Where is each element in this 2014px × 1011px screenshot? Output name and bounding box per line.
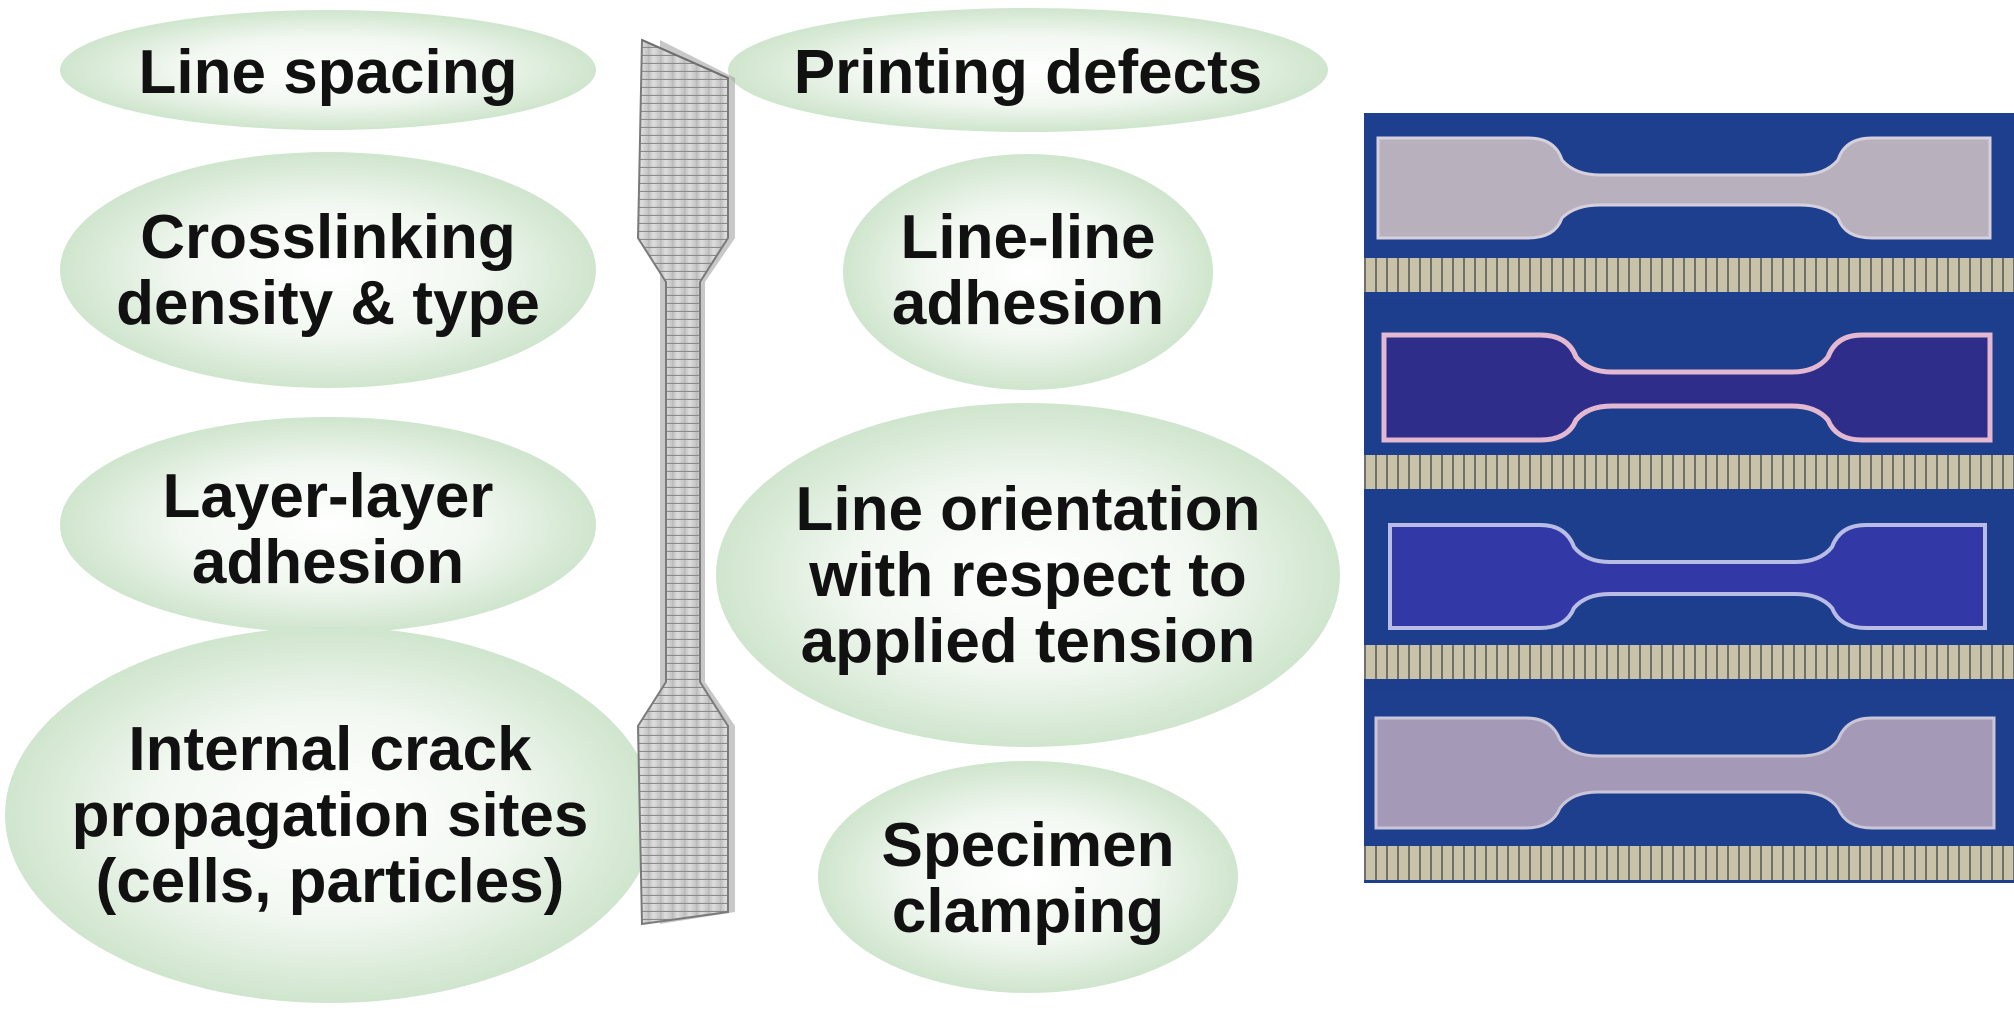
- factor-label-line: Specimen: [882, 811, 1175, 880]
- factor-label-line: Line-line: [901, 203, 1156, 272]
- photo-specimen-dark-blue-2: [1364, 305, 2014, 490]
- specimen-photo-panel: [1364, 113, 2014, 883]
- factor-label-line: propagation sites: [72, 781, 589, 850]
- factor-label-line: with respect to: [808, 541, 1247, 610]
- factor-label-line: Printing defects: [794, 38, 1263, 107]
- svg-text:Line spacing: Line spacing: [139, 38, 518, 107]
- factor-label-line: adhesion: [192, 528, 464, 597]
- factor-printing-defects: Printing defects: [728, 8, 1328, 132]
- factor-label-line: adhesion: [892, 269, 1164, 338]
- photo-specimen-translucent-4: [1364, 690, 2014, 883]
- svg-text:Printing defects: Printing defects: [794, 38, 1263, 107]
- factor-label-line: Line orientation: [796, 475, 1261, 544]
- factor-label-line: Layer-layer: [163, 462, 494, 531]
- factor-label-line: clamping: [892, 877, 1164, 946]
- factor-label-line: Line spacing: [139, 38, 518, 107]
- photo-specimen-blue-3: [1364, 500, 2014, 685]
- factor-label-line: Internal crack: [128, 715, 532, 784]
- factor-label-line: applied tension: [801, 607, 1256, 676]
- factor-line-spacing: Line spacing: [60, 10, 596, 130]
- factor-label-line: (cells, particles): [96, 847, 565, 916]
- printed-specimen-illustration: [636, 38, 735, 926]
- photo-specimen-translucent-1: [1364, 113, 2014, 298]
- factor-label-line: Crosslinking: [140, 203, 516, 272]
- factor-label-line: density & type: [116, 269, 540, 338]
